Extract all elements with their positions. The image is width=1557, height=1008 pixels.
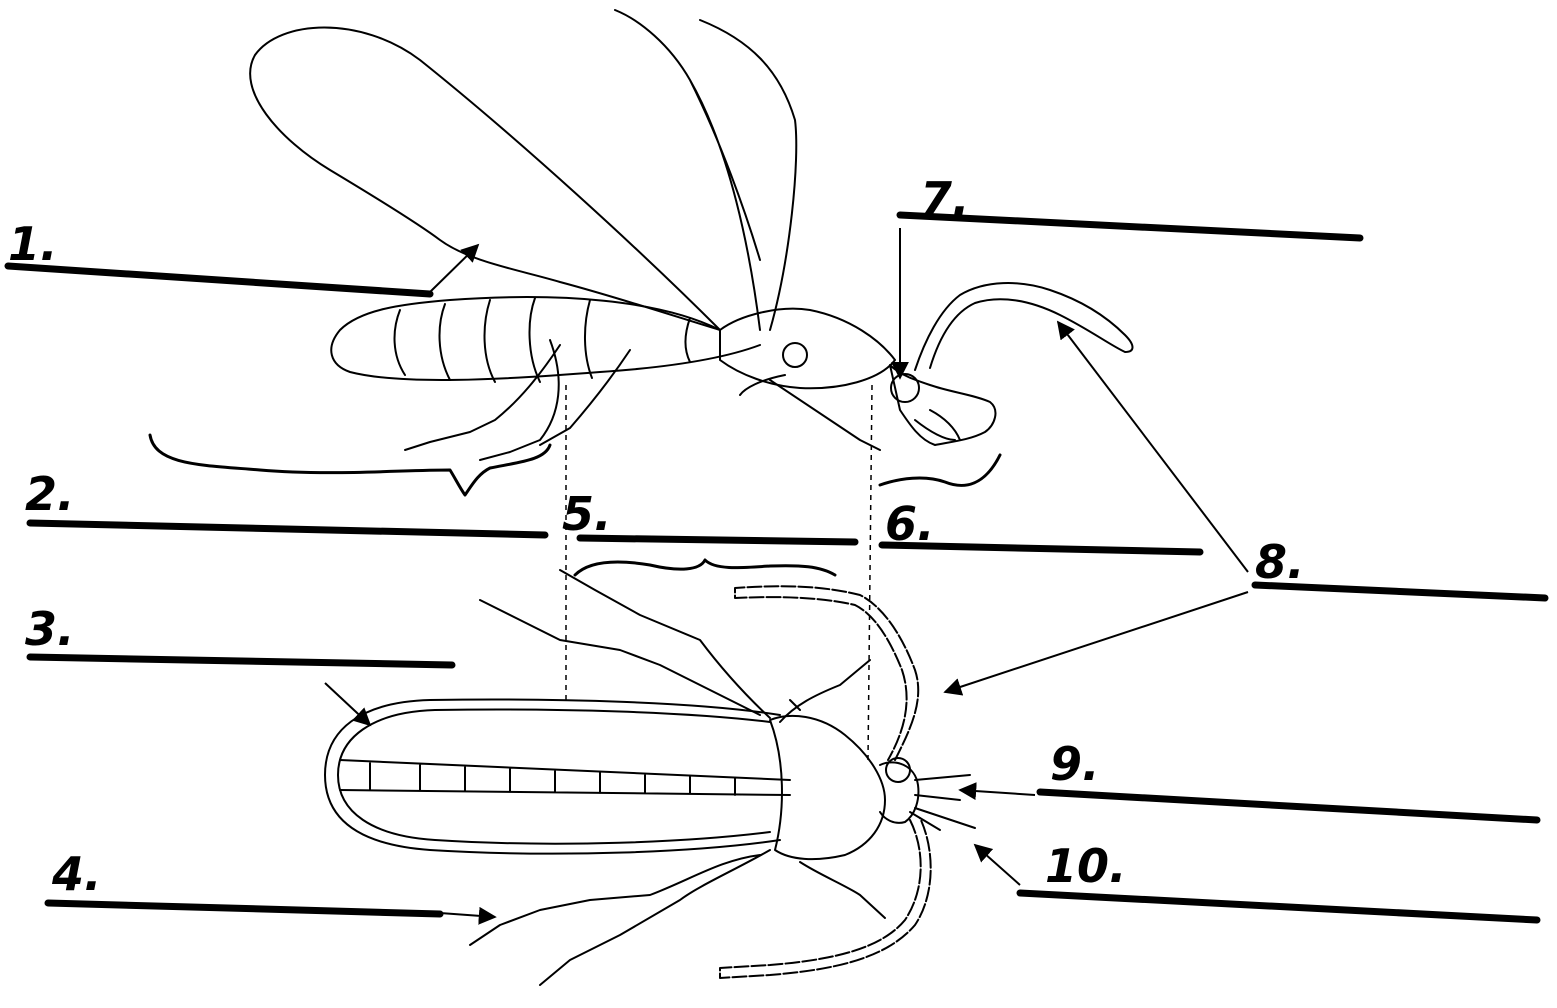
answer-line-4[interactable] (48, 903, 440, 914)
dorsal-view-insect (325, 560, 975, 985)
arrow-3 (325, 683, 370, 725)
dorsal-brace-thorax (575, 560, 835, 575)
dorsal-mouthparts (910, 775, 975, 830)
arrow-9 (960, 790, 1035, 795)
side-wing-lower (615, 10, 796, 330)
dorsal-antenna-upper (735, 586, 918, 760)
dorsal-legs (470, 570, 885, 985)
side-brace-head (880, 455, 1000, 485)
arrow-10 (975, 845, 1020, 885)
side-antenna (915, 283, 1133, 370)
answer-line-1[interactable] (8, 266, 430, 294)
label-3: 3. (25, 602, 74, 656)
label-5: 5. (562, 487, 611, 541)
dorsal-eye (886, 758, 910, 782)
answer-line-2[interactable] (30, 523, 545, 535)
arrow-8-lower (945, 592, 1248, 692)
side-view-insect (150, 10, 1133, 495)
pointer-arrows (325, 228, 1248, 917)
dorsal-midline (340, 760, 790, 795)
side-thorax-joint (783, 343, 807, 367)
dorsal-antenna-lower (720, 818, 931, 978)
answer-lines (8, 215, 1545, 920)
projection-lines (566, 385, 872, 760)
label-1: 1. (8, 217, 57, 271)
label-6: 6. (885, 497, 934, 551)
label-10: 10. (1045, 839, 1127, 893)
answer-line-10[interactable] (1020, 893, 1537, 920)
side-thorax (720, 309, 895, 389)
arrow-1 (430, 245, 478, 292)
side-abdomen (331, 297, 760, 380)
arrow-4 (440, 913, 495, 917)
label-9: 9. (1050, 737, 1099, 791)
label-7: 7. (920, 172, 969, 226)
answer-line-9[interactable] (1040, 792, 1537, 820)
side-brace-abdomen (150, 435, 550, 495)
label-8: 8. (1255, 535, 1304, 589)
label-4: 4. (51, 847, 101, 901)
answer-line-3[interactable] (30, 657, 452, 665)
answer-line-5[interactable] (580, 538, 855, 542)
side-head (890, 365, 995, 445)
side-legs (405, 340, 960, 460)
arrow-8-upper (1058, 322, 1248, 572)
label-2: 2. (25, 467, 74, 521)
